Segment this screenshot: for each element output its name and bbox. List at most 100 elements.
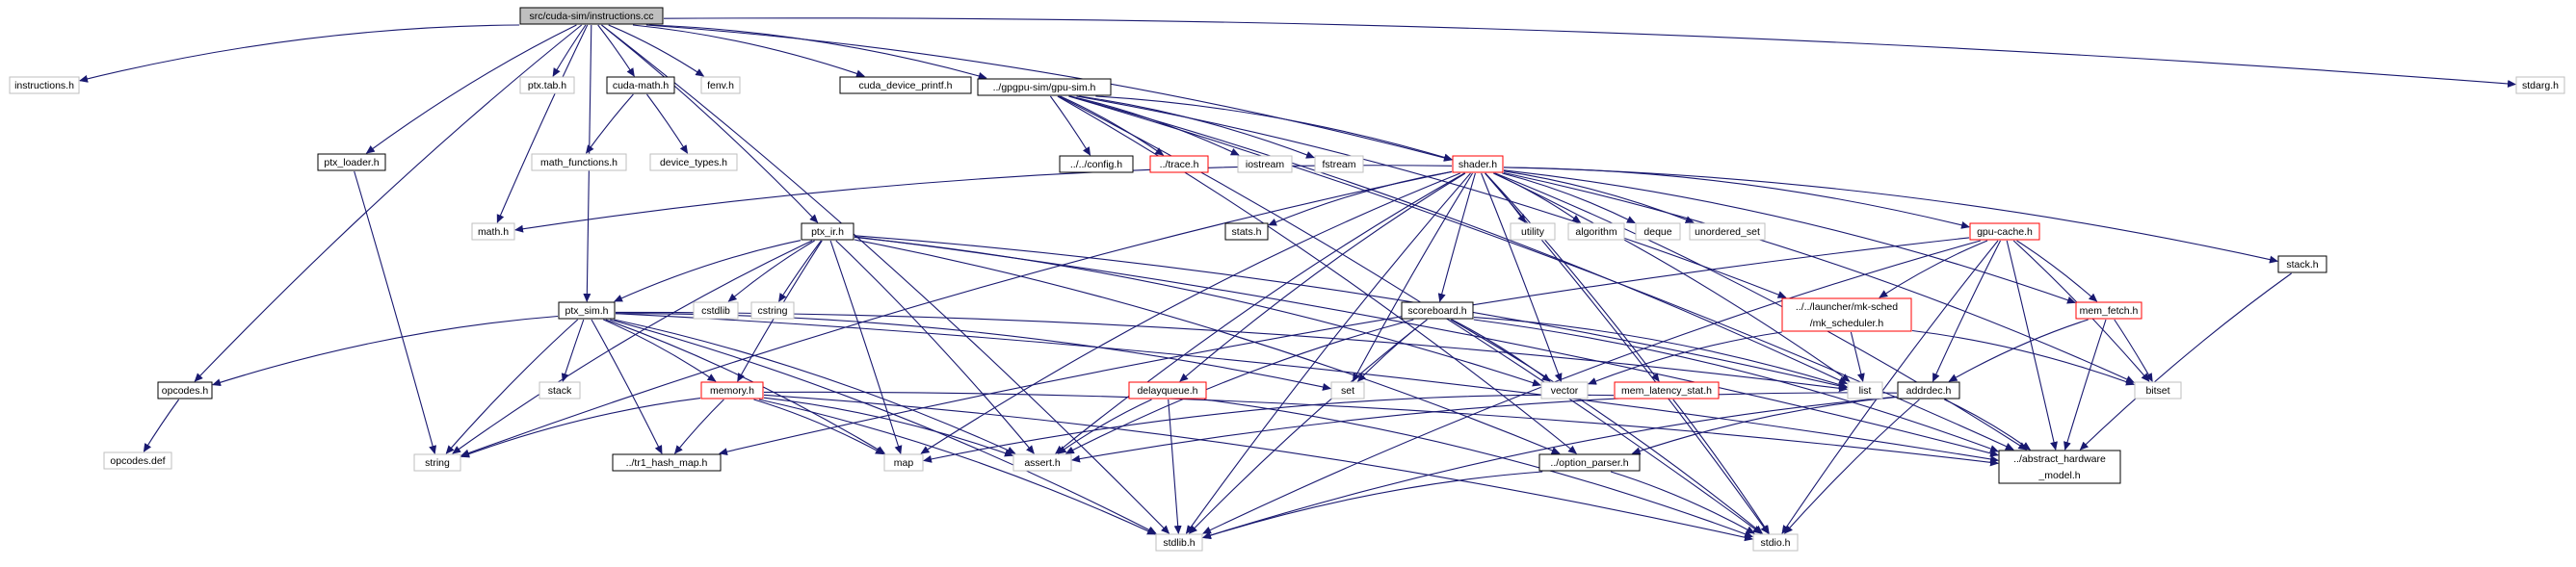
node-stdlib-h: stdlib.h bbox=[1155, 533, 1203, 552]
node-label: src/cuda-sim/instructions.cc bbox=[530, 11, 654, 22]
node-mem-fetch-h[interactable]: mem_fetch.h bbox=[2075, 301, 2142, 320]
node-cstring: cstring bbox=[750, 301, 795, 320]
node-label: math.h bbox=[478, 226, 509, 238]
node-box bbox=[1969, 222, 2040, 241]
edge-shader_h-to-abstract_hardware_model_h bbox=[1494, 172, 2028, 451]
node-ptx-sim-h[interactable]: ptx_sim.h bbox=[558, 301, 616, 320]
edge-ptx_ir_h-to-assert_h bbox=[835, 240, 1035, 454]
edge-ptx_sim_h-to-map bbox=[605, 319, 886, 454]
edge-gpu_cache_h-to-mk_scheduler_h bbox=[1879, 240, 1988, 298]
node-box bbox=[558, 301, 616, 320]
node-label: map bbox=[894, 457, 914, 469]
node-opcodes-def: opcodes.def bbox=[103, 451, 172, 470]
edge-delayqueue_h-to-assert_h bbox=[1057, 399, 1152, 454]
node-option-parser-h[interactable]: ../option_parser.h bbox=[1538, 453, 1641, 472]
edge-ptx_sim_h-to-stack bbox=[561, 319, 585, 382]
edge-ptx_ir_h-to-map bbox=[829, 240, 903, 454]
node-box bbox=[1540, 381, 1589, 399]
node-box bbox=[612, 453, 722, 472]
edge-root-to-math_h bbox=[496, 24, 589, 223]
node-stack-h[interactable]: stack.h bbox=[2277, 255, 2327, 273]
edge-shader_h-to-delayqueue_h bbox=[1179, 172, 1466, 382]
edge-scoreboard_h-to-stdlib_h bbox=[1188, 319, 1428, 534]
edge-root-to-ptx_tab_h bbox=[552, 24, 587, 77]
node-label: cuda-math.h bbox=[613, 80, 670, 91]
node-label: gpu-cache.h bbox=[1977, 226, 2033, 238]
edge-scoreboard_h-to-stdio_h bbox=[1450, 319, 1763, 534]
node-label: ../abstract_hardware bbox=[2013, 453, 2106, 465]
node-config-h[interactable]: ../../config.h bbox=[1059, 155, 1134, 173]
node-label: fstream bbox=[1322, 159, 1355, 170]
node-cuda-math-h[interactable]: cuda-math.h bbox=[606, 76, 675, 94]
node-delayqueue-h[interactable]: delayqueue.h bbox=[1128, 381, 1207, 399]
edge-mem_fetch_h-to-abstract_hardware_model_h bbox=[2063, 319, 2107, 451]
node-mk-scheduler-h[interactable]: ../../launcher/mk-sched/mk_scheduler.h bbox=[1781, 297, 1912, 332]
node-deque: deque bbox=[1635, 222, 1681, 241]
node-scoreboard-h[interactable]: scoreboard.h bbox=[1401, 301, 1474, 320]
edge-ptx_sim_h-to-opcodes_h bbox=[212, 315, 559, 387]
node-label: string bbox=[425, 457, 450, 469]
edge-gpu_cache_h-to-mem_fetch_h bbox=[2016, 240, 2098, 302]
node-box bbox=[1224, 222, 1269, 241]
node-device-types-h: device_types.h bbox=[649, 153, 738, 171]
node-trace-h[interactable]: ../trace.h bbox=[1149, 155, 1209, 173]
edge-stack_h-to-abstract_hardware_model_h bbox=[2079, 272, 2292, 451]
edge-gpu_cache_h-to-stdio_h bbox=[1781, 240, 1999, 534]
node-box bbox=[1847, 381, 1883, 399]
node-box bbox=[519, 7, 664, 25]
node-abstract-hardware-model-h[interactable]: ../abstract_hardware_model.h bbox=[1998, 450, 2121, 484]
node-box bbox=[519, 76, 575, 94]
node-box bbox=[1689, 222, 1766, 241]
node-tr1-hash-map-h[interactable]: ../tr1_hash_map.h bbox=[612, 453, 722, 472]
edge-shader_h-to-string bbox=[460, 170, 1453, 457]
edge-root-to-cuda_device_printf_h bbox=[632, 24, 865, 78]
node-utility: utility bbox=[1510, 222, 1556, 241]
node-cuda-device-printf-h[interactable]: cuda_device_printf.h bbox=[839, 76, 972, 94]
edge-option_parser_h-to-stdio_h bbox=[1610, 471, 1755, 534]
node-box bbox=[1752, 533, 1799, 552]
edge-gpu_sim_h-to-option_parser_h bbox=[1057, 95, 1577, 454]
node-box bbox=[103, 451, 172, 470]
node-ptx-ir-h[interactable]: ptx_ir.h bbox=[801, 222, 854, 241]
edge-ptx_sim_h-to-string bbox=[445, 319, 579, 454]
node-shader-h[interactable]: shader.h bbox=[1452, 155, 1504, 173]
node-stats-h[interactable]: stats.h bbox=[1224, 222, 1269, 241]
node-label: stack bbox=[548, 385, 572, 397]
edge-shader_h-to-math_h bbox=[514, 165, 1453, 233]
edge-root-to-gpu_sim_h bbox=[649, 24, 987, 80]
node-box bbox=[606, 76, 675, 94]
node-label: ptx_ir.h bbox=[811, 226, 844, 238]
node-label: opcodes.h bbox=[162, 385, 209, 397]
edge-mk_scheduler_h-to-vector bbox=[1588, 331, 1782, 385]
node-fenv-h: fenv.h bbox=[700, 76, 741, 94]
node-gpu-sim-h[interactable]: ../gpgpu-sim/gpu-sim.h bbox=[977, 78, 1112, 96]
node-box bbox=[839, 76, 972, 94]
node-opcodes-h[interactable]: opcodes.h bbox=[157, 381, 213, 399]
node-label: delayqueue.h bbox=[1137, 385, 1197, 397]
node-gpu-cache-h[interactable]: gpu-cache.h bbox=[1969, 222, 2040, 241]
node-string: string bbox=[413, 453, 461, 472]
node-ptx-loader-h[interactable]: ptx_loader.h bbox=[317, 153, 386, 171]
node-memory-h[interactable]: memory.h bbox=[700, 381, 764, 399]
edge-addrdec_h-to-assert_h bbox=[1071, 392, 1898, 463]
node-label: stdlib.h bbox=[1163, 537, 1195, 549]
node-mem-latency-stat-h[interactable]: mem_latency_stat.h bbox=[1614, 381, 1720, 399]
edge-memory_h-to-abstract_hardware_model_h bbox=[763, 391, 1999, 467]
edge-delayqueue_h-to-stdio_h bbox=[1203, 399, 1753, 538]
node-label: ptx_sim.h bbox=[565, 305, 609, 317]
edge-addrdec_h-to-abstract_hardware_model_h bbox=[1944, 399, 2032, 451]
node-label: mem_latency_stat.h bbox=[1621, 385, 1712, 397]
node-root[interactable]: src/cuda-sim/instructions.cc bbox=[519, 7, 664, 25]
edge-ptx_sim_h-to-memory_h bbox=[603, 319, 717, 382]
node-box bbox=[413, 453, 461, 472]
node-stdarg-h: stdarg.h bbox=[2515, 76, 2565, 94]
node-box bbox=[1128, 381, 1207, 399]
node-box bbox=[2075, 301, 2142, 320]
node-box bbox=[1897, 381, 1960, 399]
edge-root-to-shader_h bbox=[645, 24, 1453, 162]
node-addrdec-h[interactable]: addrdec.h bbox=[1897, 381, 1960, 399]
node-label: ../tr1_hash_map.h bbox=[626, 457, 708, 469]
edge-cuda_math_h-to-device_types_h bbox=[646, 93, 689, 154]
edge-shader_h-to-scoreboard_h bbox=[1437, 172, 1476, 302]
